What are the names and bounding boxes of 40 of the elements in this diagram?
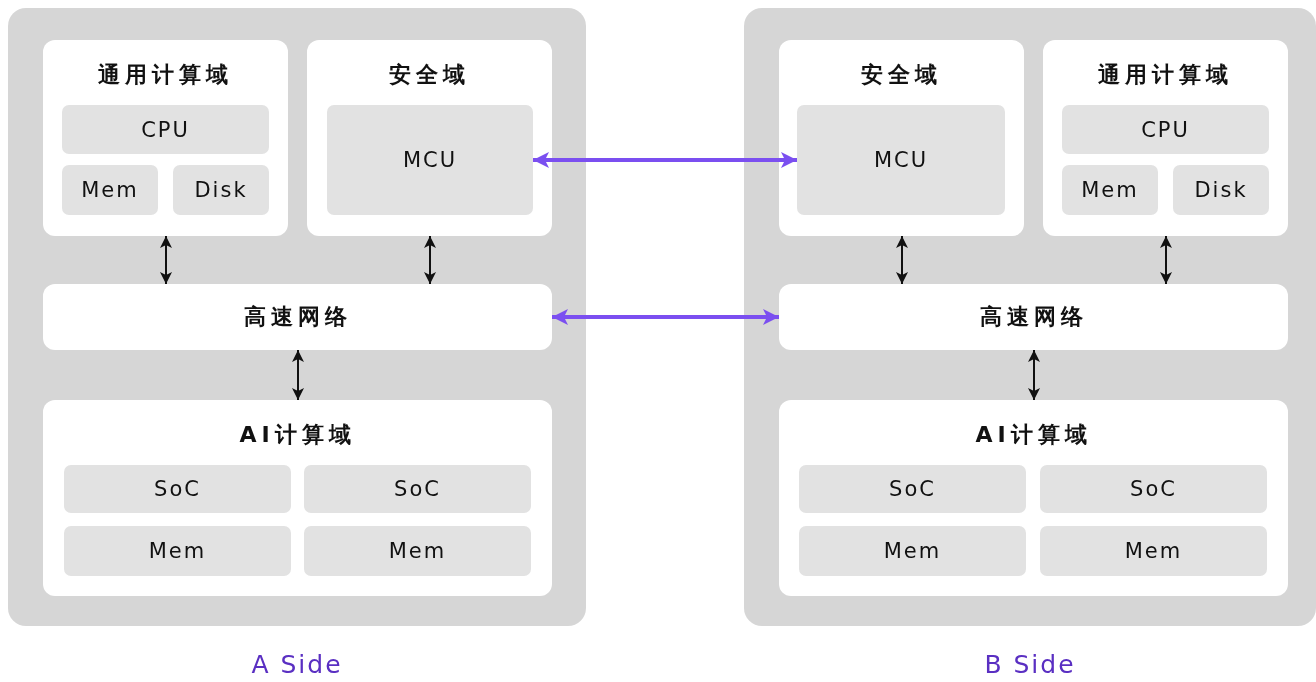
component-box: SoC xyxy=(304,465,531,513)
network-box: 高速网络 xyxy=(43,284,552,350)
double-arrow xyxy=(160,235,172,285)
domain-title: 安全域 xyxy=(861,61,942,89)
component-box: MCU xyxy=(797,105,1005,215)
component-box: SoC xyxy=(799,465,1026,513)
double-arrow xyxy=(1028,349,1040,401)
component-box: Mem xyxy=(799,526,1026,576)
double-arrow xyxy=(292,349,304,401)
component-box: SoC xyxy=(64,465,291,513)
component-box: Disk xyxy=(1173,165,1269,215)
component-box: CPU xyxy=(62,105,269,154)
domain-box xyxy=(779,40,1024,236)
component-box: Mem xyxy=(304,526,531,576)
double-arrow xyxy=(896,235,908,285)
component-box: Disk xyxy=(173,165,269,215)
double-arrow xyxy=(552,309,779,325)
domain-box xyxy=(779,400,1288,596)
component-box: SoC xyxy=(1040,465,1267,513)
network-box: 高速网络 xyxy=(779,284,1288,350)
component-box: MCU xyxy=(327,105,533,215)
domain-box xyxy=(43,400,552,596)
component-box: Mem xyxy=(1062,165,1158,215)
component-box: CPU xyxy=(1062,105,1269,154)
domain-title: 通用计算域 xyxy=(98,61,233,89)
component-box: Mem xyxy=(62,165,158,215)
domain-box xyxy=(307,40,552,236)
domain-box xyxy=(1043,40,1288,236)
component-box: Mem xyxy=(64,526,291,576)
domain-title: AI计算域 xyxy=(239,421,356,449)
domain-title: 通用计算域 xyxy=(1098,61,1233,89)
component-box: Mem xyxy=(1040,526,1267,576)
double-arrow xyxy=(533,152,797,168)
side-label: B Side xyxy=(984,650,1076,679)
domain-box xyxy=(43,40,288,236)
domain-title: 安全域 xyxy=(389,61,470,89)
double-arrow xyxy=(1160,235,1172,285)
double-arrow xyxy=(424,235,436,285)
side-label: A Side xyxy=(251,650,343,679)
domain-title: AI计算域 xyxy=(975,421,1092,449)
